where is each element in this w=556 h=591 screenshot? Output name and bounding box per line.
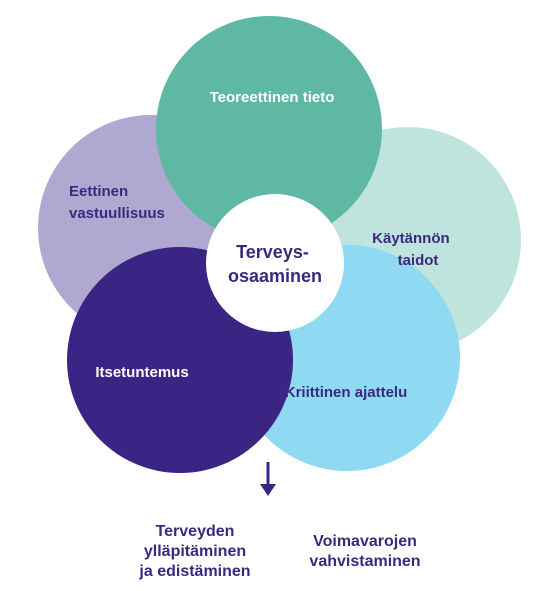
center-circle <box>206 194 344 332</box>
label-teoreettinen-tieto: Teoreettinen tieto <box>210 89 335 106</box>
petal-teoreettinen-tieto <box>156 16 382 242</box>
outcome-left-line-2: ylläpitäminen <box>143 543 247 560</box>
center-label: Terveys- osaaminen <box>228 242 322 286</box>
outcome-voimavarojen-vahvistaminen: Voimavarojen vahvistaminen <box>270 532 460 572</box>
outcome-right-line-1: Voimavarojen <box>313 533 417 550</box>
outcome-right-line-2: vahvistaminen <box>309 553 421 570</box>
label-eettinen-vastuullisuus: Eettinen vastuullisuus <box>69 183 165 222</box>
outcome-terveyden-yllapitaminen: Terveyden ylläpitäminen ja edistäminen <box>100 522 290 582</box>
down-arrow-icon <box>260 462 276 496</box>
outcome-left-line-1: Terveyden <box>155 523 235 540</box>
label-kriittinen-ajattelu: Kriittinen ajattelu <box>285 384 408 401</box>
label-kaytannon-taidot: Käytännön taidot <box>372 230 454 269</box>
outcome-left-line-3: ja edistäminen <box>139 563 251 580</box>
label-itsetuntemus: Itsetuntemus <box>95 364 188 381</box>
